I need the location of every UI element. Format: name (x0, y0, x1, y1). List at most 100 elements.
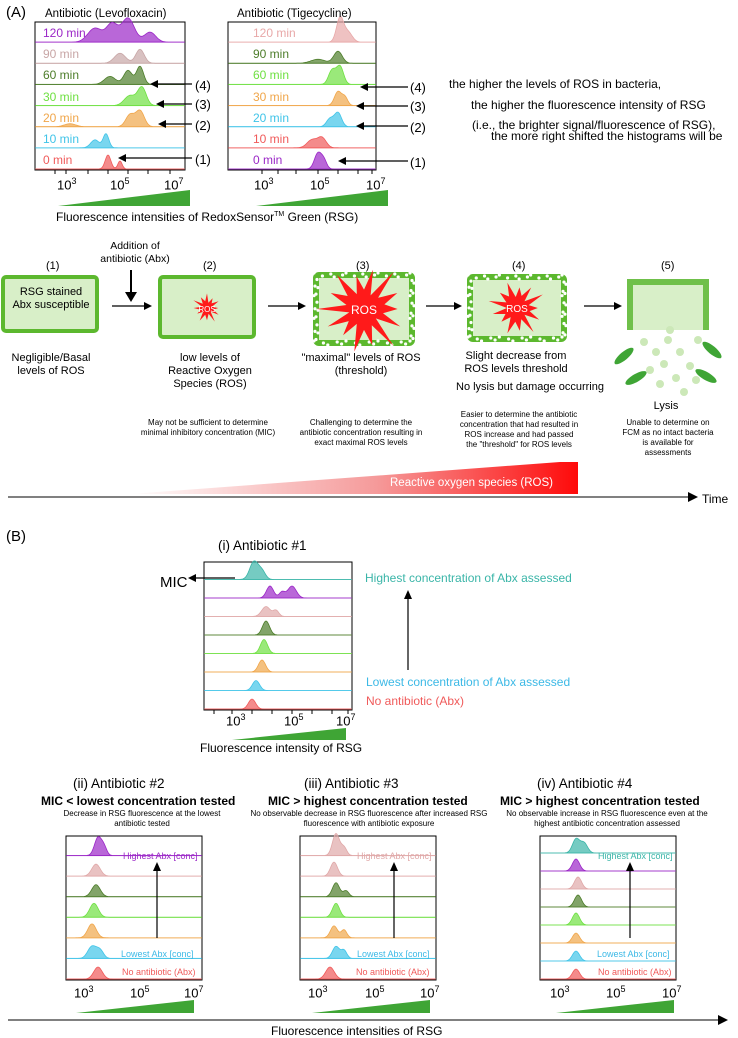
left-arrow-label-4: (4) (195, 78, 211, 93)
right-row-label-2: 60 min (253, 68, 290, 83)
stage-3-cell-texture-18 (409, 289, 413, 293)
stage-3-cell-texture-57 (316, 286, 320, 290)
plot-ii-tick-1e5: 105 (130, 984, 150, 1001)
addition-label: Addition of antibiotic (Abx) (100, 240, 170, 265)
main-plot-curve-2 (205, 606, 351, 617)
plot-ii-title: (ii) Antibiotic #2 (73, 776, 165, 791)
stage-3-cell-texture-29 (411, 336, 415, 341)
levo-curve-0 (35, 17, 185, 43)
stage-4-cell-texture-19 (563, 291, 567, 296)
plot-iv-tick-1e7: 107 (662, 984, 682, 1001)
stage-4-cell-texture-5 (497, 273, 501, 277)
stage-3-cell-texture-20 (408, 294, 412, 298)
stage-4-cell-texture-2 (482, 274, 487, 278)
left-row-label-6: 0 min (43, 153, 73, 167)
stage-3-ros-burst (317, 269, 401, 352)
time-label: Time (702, 492, 729, 506)
plot-iv-curve-3 (541, 894, 675, 908)
lysis-particle-11 (640, 338, 648, 346)
stage-3-cell-texture-6 (352, 274, 356, 278)
left-arrow-label-3: (3) (195, 97, 211, 112)
plot-iv-subtitle: MIC > highest concentration tested (500, 794, 700, 808)
stage-3-cell-texture-10 (376, 271, 380, 275)
plot-iii-curve-6 (301, 966, 435, 980)
left-tick-1e5: 105 (110, 176, 130, 193)
plot-iv-tick-1e3: 103 (550, 984, 570, 1001)
stage-3-number: (3) (356, 260, 370, 272)
plot-iii-tick-1e5: 105 (365, 984, 385, 1001)
plot-iv-curve-0 (541, 837, 675, 854)
stage-3-cell-texture-28 (409, 334, 413, 338)
left-row-label-2: 60 min (43, 68, 80, 83)
stage-3-ros-text: ROS (351, 303, 377, 317)
levo-arrow-4-head (150, 80, 158, 88)
plot-ii-curve-0 (66, 836, 202, 856)
lysis-particle-0 (664, 336, 672, 344)
left-row-label-3: 30 min (43, 89, 80, 104)
plot-ii-tick-1e7: 107 (184, 984, 204, 1001)
main-up-arrow-head (404, 590, 412, 599)
stage-3-cell-texture-46 (314, 337, 318, 342)
stage-4-cell-texture-58 (467, 285, 471, 289)
stage-4-cell-texture-52 (470, 307, 474, 311)
plot-iii-none: No antibiotic (Abx) (356, 967, 430, 977)
main-tick-1e5: 105 (284, 712, 304, 729)
explanation-line-4: the more right shifted the histograms wi… (491, 129, 723, 143)
stage-3-cell-texture-37 (367, 340, 371, 344)
plot-iv-tick-1e5: 105 (606, 984, 626, 1001)
stage-3-cell-texture-52 (316, 308, 320, 312)
left-tick-1e3: 103 (57, 176, 77, 193)
plot-ii-subtitle: MIC < lowest concentration tested (41, 794, 236, 808)
stage-4-cell-texture-10 (529, 273, 533, 277)
main-plot-curve-7 (205, 698, 351, 710)
plot-iii-curve-1 (300, 861, 436, 877)
tige-intensity-wedge (256, 190, 388, 206)
plot-ii-highest: Highest Abx [conc] (123, 851, 198, 861)
plot-iii-curve-0 (300, 832, 436, 856)
stage-4-cell-texture-11 (537, 276, 541, 280)
bottom-axis-head (718, 1015, 728, 1025)
stage-3-cell-texture-56 (314, 292, 318, 296)
stage-3-cell-texture-22 (412, 304, 416, 308)
stage-4-cell-texture-32 (551, 336, 556, 340)
stage-4-cell-texture-36 (524, 338, 529, 342)
right-row-label-5: 10 min (253, 131, 290, 146)
left-row-label-5: 10 min (43, 131, 80, 146)
stage-3-cell-texture-34 (385, 341, 389, 345)
left-plot-title: Antibiotic (Levofloxacin) (45, 8, 167, 20)
lysis-particle-8 (656, 380, 664, 388)
lysis-fragment-2 (702, 341, 722, 359)
stage-4-cell-texture-33 (542, 339, 546, 343)
stage-4-note: Easier to determine the antibiotic conce… (459, 410, 579, 449)
stage-3-cell-texture-59 (315, 277, 319, 282)
stage-4-cell-texture-46 (468, 334, 472, 338)
stage-4-ros-burst (488, 282, 543, 334)
mic-label: MIC (160, 574, 188, 591)
plot-ii-frame (65, 835, 203, 981)
lysis-fragment-1 (625, 371, 647, 385)
mic-arrow-head (188, 574, 196, 582)
stage-4-cell-texture-39 (507, 337, 511, 341)
plot-ii-lowest: Lowest Abx [conc] (121, 949, 194, 959)
explanation-line-2: the higher the fluorescence intensity of… (471, 98, 706, 112)
ros-gradient-bar (130, 462, 578, 494)
stage-3-cell-texture-19 (411, 291, 415, 295)
plot-iv-title: (iv) Antibiotic #4 (537, 776, 633, 791)
stage-3-cell-texture-17 (412, 281, 416, 285)
plot-iv-none: No antibiotic (Abx) (598, 967, 672, 977)
main-none-label: No antibiotic (Abx) (366, 694, 465, 708)
right-tick-1e5: 105 (310, 176, 330, 193)
plot-iii-up-arrow-head (390, 862, 398, 871)
main-tick-1e7: 107 (336, 712, 356, 729)
main-highest-label: Highest concentration of Abx assessed (365, 571, 572, 585)
right-row-label-6: 0 min (253, 153, 283, 167)
plot-ii-up-arrow-head (153, 862, 161, 871)
left-tick-1e7: 107 (164, 176, 184, 193)
stage-4-cell-texture-40 (497, 335, 501, 339)
main-plot-curve-6 (205, 680, 351, 691)
stage-3-note: Challenging to determine the antibiotic … (299, 418, 423, 447)
stage-3-cell-texture-36 (372, 342, 376, 346)
bottom-xaxis-label: Fluorescence intensities of RSG (271, 1024, 443, 1038)
plot-iv-curve-6 (541, 950, 675, 962)
stage-4-cell-texture-28 (561, 331, 565, 335)
